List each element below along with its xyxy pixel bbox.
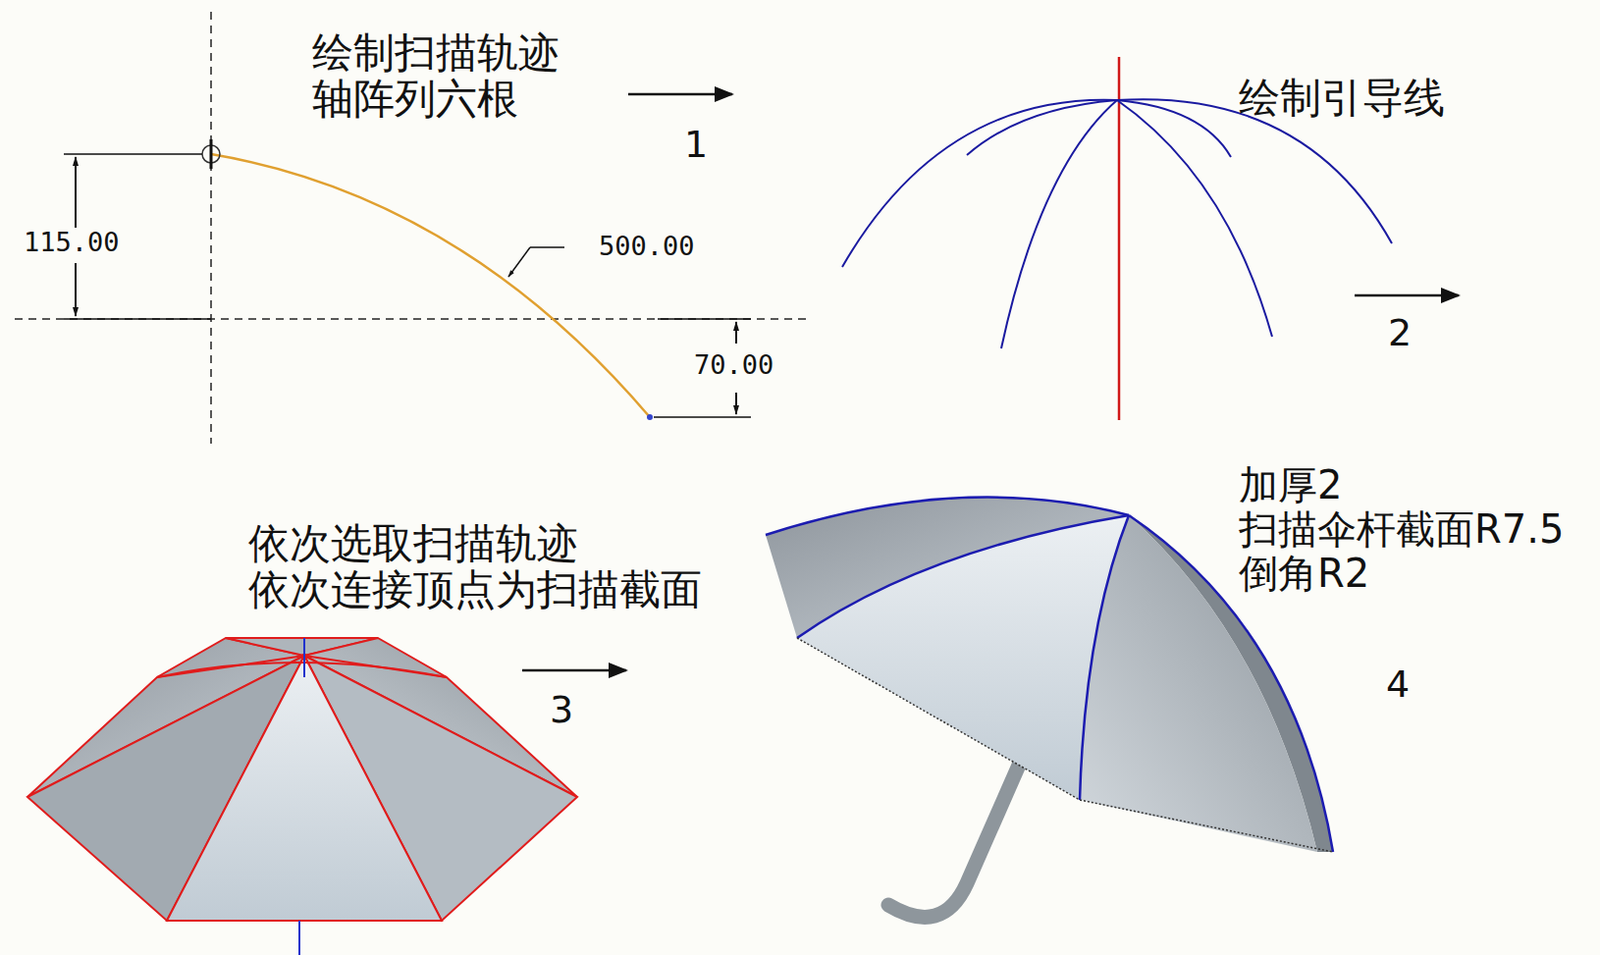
callout-number: 4 bbox=[1386, 663, 1410, 706]
step-note: 绘制扫描轨迹 轴阵列六根 bbox=[312, 29, 601, 122]
callout-number: 2 bbox=[1387, 312, 1412, 355]
step-arrow bbox=[1354, 294, 1459, 298]
step-note: 加厚2 扫描伞杆截面R7.5 倒角R2 bbox=[1238, 463, 1593, 595]
step-arrow bbox=[522, 669, 627, 673]
callout-number: 3 bbox=[549, 689, 574, 732]
dimension: 115.00 bbox=[21, 227, 122, 258]
dimension: 70.00 bbox=[692, 350, 776, 380]
step-note: 依次选取扫描轨迹 依次连接顶点为扫描截面 bbox=[248, 520, 744, 613]
step-note: 绘制引导线 bbox=[1238, 74, 1445, 121]
trajectory-sketch bbox=[14, 11, 807, 444]
callout-number: 1 bbox=[684, 123, 708, 166]
dimension: 500.00 bbox=[596, 231, 697, 262]
swept-surface bbox=[27, 638, 578, 955]
step-arrow bbox=[628, 93, 733, 97]
